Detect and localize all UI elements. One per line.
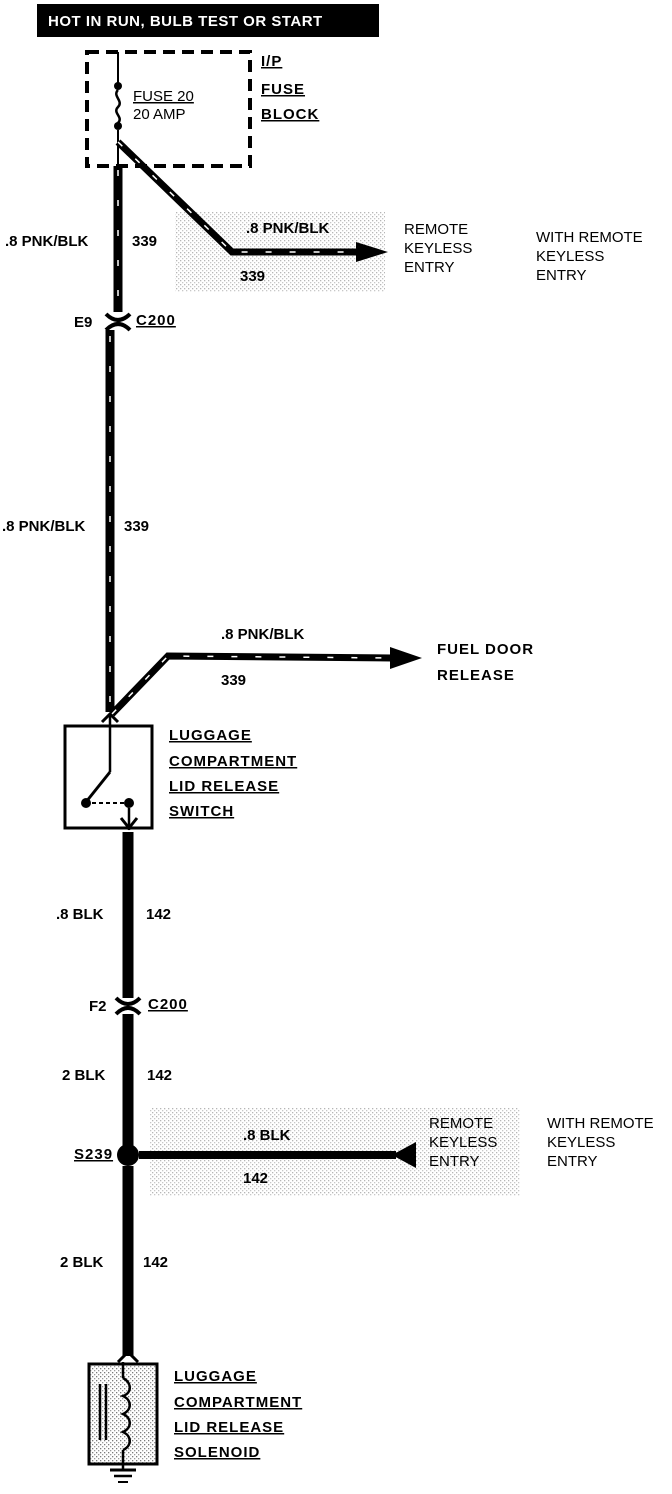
switch-blade [84,771,112,803]
splice-dot-icon [117,1144,139,1166]
fuel-branch-arrow-icon [390,647,422,669]
connector-1-bottom-icon [104,322,132,332]
fuse-element-icon [115,89,121,124]
connector-2-top-icon [114,996,142,1006]
top-branch-wire-stripe [117,141,360,253]
fuse-name: FUSE 20 [133,88,194,105]
header-title: HOT IN RUN, BULB TEST OR START [48,13,323,30]
top-branch-dest-3: ENTRY [404,259,455,276]
switch-contact-left [81,798,91,808]
main-wire-1-circuit: 339 [132,233,157,250]
bottom-branch-dest-3: ENTRY [429,1153,480,1170]
fuse-block-label-2: FUSE [261,81,305,98]
bottom-branch-note-3: ENTRY [547,1153,598,1170]
fuse-terminal-top [114,82,122,90]
fuel-branch-wire-label: .8 PNK/BLK [221,626,305,643]
solenoid-label-2: COMPARTMENT [174,1394,302,1411]
switch-label-4: SWITCH [169,803,234,820]
bottom-branch-dest-1: REMOTE [429,1115,493,1132]
ground-icon [110,1468,136,1483]
top-branch-wire-label: .8 PNK/BLK [246,220,330,237]
switch-exit-arrow-icon [119,817,139,831]
fuel-branch-dest-1: FUEL DOOR [437,641,534,658]
bottom-branch-wire-label: .8 BLK [243,1127,291,1144]
solenoid-label-4: SOLENOID [174,1444,260,1461]
connector-2-bottom-icon [114,1006,142,1016]
fuse-block-box [85,50,252,168]
fuse-terminal-bottom [114,122,122,130]
connector-1-name: C200 [136,312,176,329]
switch-box [63,724,154,830]
fuel-branch-circuit: 339 [221,672,246,689]
top-branch-note-3: ENTRY [536,267,587,284]
fuse-block-label-1: I/P [261,53,282,70]
wire-5-label: 2 BLK [60,1254,104,1271]
splice-name: S239 [74,1146,113,1163]
connector-2-name: C200 [148,996,188,1013]
switch-label-3: LID RELEASE [169,778,279,795]
bottom-branch-note-1: WITH REMOTE [547,1115,654,1132]
top-branch-dest-1: REMOTE [404,221,468,238]
main-wire-1-label: .8 PNK/BLK [5,233,89,250]
wire-4-label: 2 BLK [62,1067,106,1084]
wire-3-label: .8 BLK [56,906,104,923]
top-branch-arrow-icon [356,242,388,262]
bottom-branch-note-2: KEYLESS [547,1134,615,1151]
top-branch-circuit: 339 [240,268,265,285]
fuse-rating: 20 AMP [133,106,186,123]
main-wire-2-circuit: 339 [124,518,149,535]
fuse-block-label-3: BLOCK [261,106,319,123]
switch-label-2: COMPARTMENT [169,753,297,770]
switch-contact-right [124,798,134,808]
connector-1-pin: E9 [74,314,92,331]
switch-label-1: LUGGAGE [169,727,252,744]
wire-3-circuit: 142 [146,906,171,923]
top-branch-dest-2: KEYLESS [404,240,472,257]
top-branch-note-1: WITH REMOTE [536,229,643,246]
main-wire-2-label: .8 PNK/BLK [2,518,86,535]
wire-5-circuit: 142 [143,1254,168,1271]
connector-2-pin: F2 [89,998,107,1015]
solenoid-label-3: LID RELEASE [174,1419,284,1436]
header-bar [37,4,379,37]
connector-1-top-icon [104,312,132,322]
bottom-branch-circuit: 142 [243,1170,268,1187]
solenoid-coil-icon [119,1376,131,1452]
wire-4-circuit: 142 [147,1067,172,1084]
fuel-branch-wire-stripe [111,655,393,715]
bottom-branch-arrow-icon [392,1142,416,1168]
solenoid-label-1: LUGGAGE [174,1368,257,1385]
solenoid-entry-arrow-icon [116,1349,140,1364]
top-branch-note-2: KEYLESS [536,248,604,265]
fuel-branch-wire [109,652,393,717]
fuel-branch-dest-2: RELEASE [437,667,515,684]
bottom-branch-dest-2: KEYLESS [429,1134,497,1151]
